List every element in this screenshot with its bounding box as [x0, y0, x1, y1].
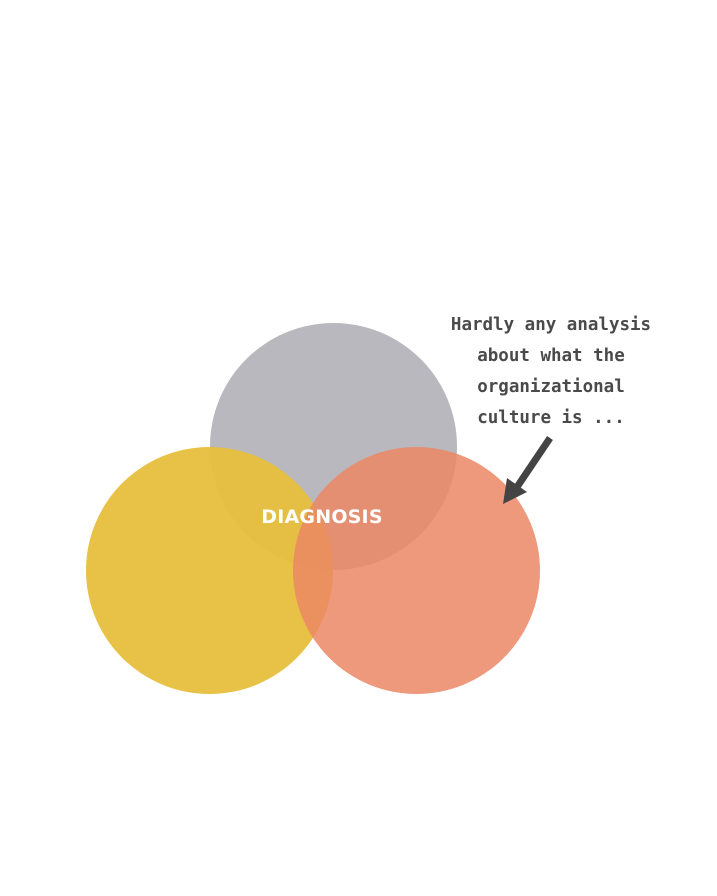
venn-circle-orange	[293, 447, 540, 694]
arrow-icon	[503, 436, 553, 504]
center-label: DIAGNOSIS	[261, 506, 383, 528]
annotation-line: organizational	[477, 377, 625, 397]
annotation-line: Hardly any analysis	[450, 315, 652, 335]
annotation-line: about what the	[477, 346, 625, 366]
annotation-line: culture is ...	[477, 408, 625, 428]
annotation-text: Hardly any analysis about what the organ…	[408, 310, 694, 434]
venn-circle-yellow	[86, 447, 333, 694]
